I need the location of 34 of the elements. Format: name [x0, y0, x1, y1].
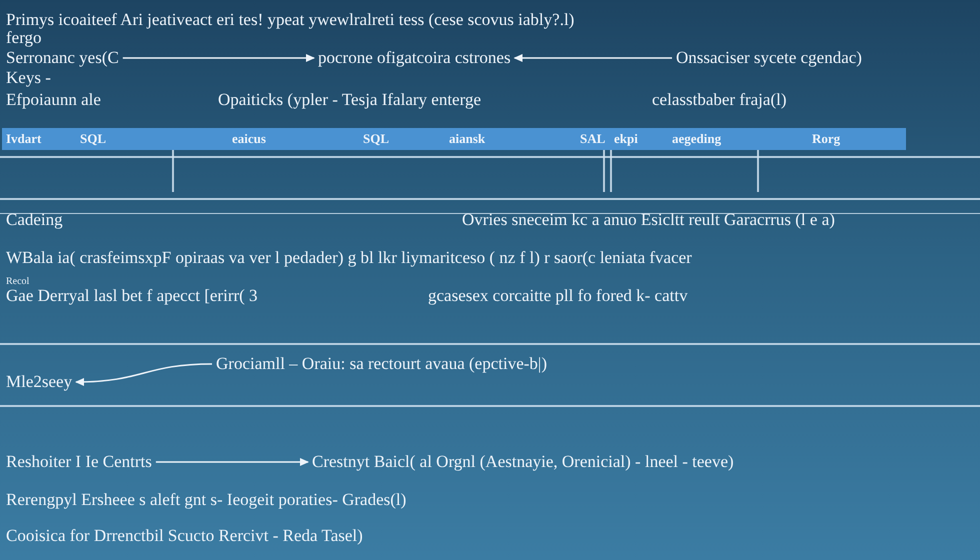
- text-label: pocrone ofigatcoira cstrones: [318, 48, 511, 68]
- text-label: Serronanc yes(C: [6, 48, 119, 68]
- header-text: SAL: [580, 130, 606, 148]
- title-text: Primys icoaiteef Ari jeativeact eri tes! ypeat ywewlralreti tess (cese scovus iably?.l): [6, 10, 574, 30]
- header-text: Rorg: [812, 130, 840, 148]
- text-label: Rerengpyl Ersheee s aleft gnt s- Ieogeit poraties- Grades(l): [6, 490, 406, 510]
- text-label: WBala ia( crasfeimsxpF opiraas va ver l pedader) g bl lkr liymaritceso ( nz f l) r saor(c leniata fvacer: [6, 248, 692, 268]
- text-label: Crestnyt Baicl( al Orgnl (Aestnayie, Orenicial) - lneel - teeve): [312, 452, 734, 472]
- text-label: Gae Derryal lasl bet f apecct [erirr( 3: [6, 286, 258, 306]
- text-label: Grociamll – Oraiu: sa rectourt avaua (epctive-b|): [216, 354, 547, 374]
- key-label: Keys -: [6, 68, 51, 88]
- text-label: Efpoiaunn ale: [6, 90, 101, 110]
- text-label: Ovries sneceim kc a anuo Esicltt reult Garacrrus (l e a): [462, 210, 835, 230]
- text-label: fergo: [6, 28, 42, 48]
- arrow: [75, 363, 212, 386]
- row-label: Cadeing: [6, 210, 63, 230]
- header-text: Ivdart: [6, 130, 42, 148]
- header-text: SQL: [363, 130, 390, 148]
- header-text: aegeding: [672, 130, 722, 148]
- text-label: Onssaciser sycete cgendac): [676, 48, 862, 68]
- text-label: Opaiticks (ypler - Tesja Ifalary enterge: [218, 90, 481, 110]
- arrow: [156, 458, 309, 466]
- header-text: eaicus: [232, 130, 266, 148]
- text-label: celasstbaber fraja(l): [652, 90, 786, 110]
- arrow: [122, 54, 315, 62]
- text-label: Reshoiter I Ie Centrts: [6, 452, 152, 472]
- header-text: SQL: [80, 130, 106, 148]
- header-text: ekpi: [614, 130, 638, 148]
- text-label: Mle2seey: [6, 372, 72, 392]
- small-note: Recol: [6, 276, 30, 288]
- header-text: aiansk: [449, 130, 486, 148]
- text-label: gcasesex corcaitte pll fo fored k- cattv: [428, 286, 688, 306]
- text-label: Cooisica for Drrenctbil Scucto Rercivt - Reda Tasel): [6, 526, 363, 546]
- arrow: [514, 54, 672, 62]
